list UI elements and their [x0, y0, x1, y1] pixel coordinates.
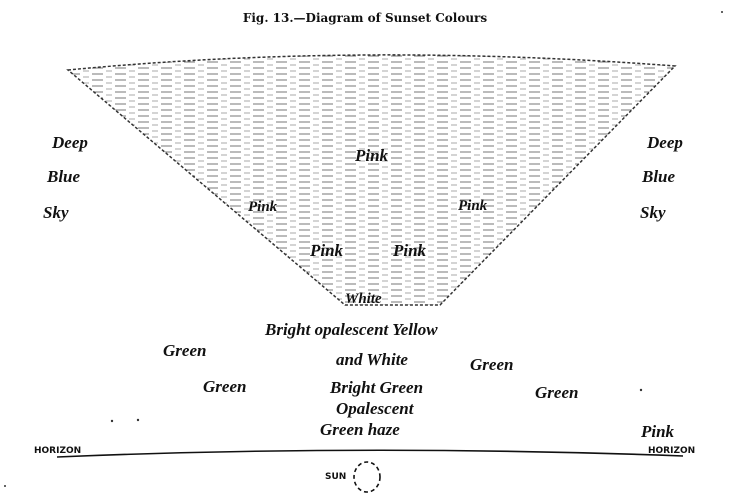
green-label: Green — [535, 383, 578, 402]
figure-title: Fig. 13.—Diagram of Sunset Colours — [243, 11, 488, 25]
green-label: Green — [203, 377, 246, 396]
pink-label-low-right: Pink — [392, 241, 427, 260]
svg-text:Deep: Deep — [646, 133, 683, 152]
svg-text:Sky: Sky — [43, 203, 69, 222]
pink-label-horizon: Pink — [640, 422, 675, 441]
green-label: Green — [163, 341, 206, 360]
center-label-green-haze: Green haze — [320, 420, 400, 439]
sun-circle — [353, 461, 381, 493]
svg-text:Deep: Deep — [51, 133, 88, 152]
right-sky-label: Deep Blue Sky — [640, 133, 683, 222]
center-label-and-white: and White — [336, 350, 408, 369]
pink-label-top: Pink — [354, 146, 389, 165]
svg-text:Sky: Sky — [640, 203, 666, 222]
horizon-label-right: HORIZON — [648, 446, 695, 456]
pink-label-low-left: Pink — [309, 241, 344, 260]
center-label-bright-green: Bright Green — [329, 378, 423, 397]
svg-text:Blue: Blue — [641, 167, 676, 186]
horizon-line — [56, 449, 684, 458]
scatter-dots — [4, 11, 723, 487]
left-sky-label: Deep Blue Sky — [43, 133, 88, 222]
sun-label: SUN — [325, 472, 346, 482]
pink-label-right: Pink — [458, 198, 488, 214]
center-label-opalescent: Opalescent — [336, 399, 415, 418]
green-label: Green — [470, 355, 513, 374]
pink-funnel — [66, 54, 677, 306]
white-label: White — [345, 291, 382, 307]
svg-text:Blue: Blue — [46, 167, 81, 186]
center-label-yellow: Bright opalescent Yellow — [264, 320, 438, 339]
pink-label-left: Pink — [248, 199, 278, 215]
horizon-label-left: HORIZON — [34, 446, 81, 456]
